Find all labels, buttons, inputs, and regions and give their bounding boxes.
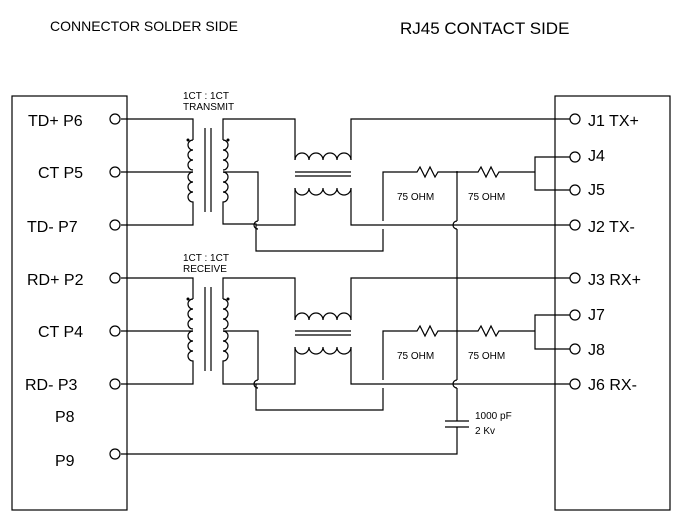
pin-label-j4: J4: [588, 148, 605, 165]
transmit-circuit: [121, 118, 570, 380]
pin-terminal: [569, 219, 581, 231]
transmit-name-label: TRANSMIT: [183, 102, 234, 113]
pin-terminal: [569, 378, 581, 390]
pin-label-j5: J5: [588, 182, 605, 199]
pin-label-j3: J3 RX+: [588, 272, 641, 289]
pin-terminal: [569, 343, 581, 355]
resistor-label-tx-1: 75 OHM: [397, 192, 434, 203]
pin-label-td-plus: TD+ P6: [28, 113, 83, 130]
pin-label-j6: J6 RX-: [588, 377, 637, 394]
right-pin-terminals: [569, 113, 581, 390]
pin-label-j8: J8: [588, 342, 605, 359]
pin-label-td-minus: TD- P7: [27, 219, 78, 236]
pin-label-ct-p4: CT P4: [38, 324, 83, 341]
pin-terminal: [569, 151, 581, 163]
resistor-label-rx-2: 75 OHM: [468, 351, 505, 362]
pin-terminal: [569, 309, 581, 321]
receive-name-label: RECEIVE: [183, 264, 227, 275]
left-header: CONNECTOR SOLDER SIDE: [50, 18, 238, 34]
pin-terminal: [109, 448, 121, 460]
capacitor-value-label: 1000 pF: [475, 411, 512, 422]
pin-label-j2: J2 TX-: [588, 219, 635, 236]
connector-solder-box: [11, 95, 128, 511]
pin-terminal: [569, 184, 581, 196]
pin-terminal: [109, 219, 121, 231]
pin-label-rd-minus: RD- P3: [25, 377, 78, 394]
left-pin-terminals: [109, 113, 121, 460]
pin-terminal: [109, 113, 121, 125]
pin-label-rd-plus: RD+ P2: [27, 272, 84, 289]
transmit-ratio-label: 1CT : 1CT: [183, 91, 229, 102]
pin-label-j1: J1 TX+: [588, 113, 639, 130]
pin-terminal: [569, 113, 581, 125]
receive-circuit: [121, 277, 570, 455]
pin-label-ct-p5: CT P5: [38, 165, 83, 182]
pin-label-p9: P9: [55, 453, 75, 470]
resistor-label-tx-2: 75 OHM: [468, 192, 505, 203]
pin-terminal: [109, 272, 121, 284]
receive-ratio-label: 1CT : 1CT: [183, 253, 229, 264]
pin-label-p8: P8: [55, 409, 75, 426]
pin-terminal: [569, 272, 581, 284]
pin-terminal: [109, 378, 121, 390]
resistor-label-rx-1: 75 OHM: [397, 351, 434, 362]
right-header: RJ45 CONTACT SIDE: [400, 19, 569, 38]
rj45-contact-box: [554, 95, 671, 511]
capacitor-voltage-label: 2 Kv: [475, 426, 495, 437]
pin-label-j7: J7: [588, 307, 605, 324]
pin-terminal: [109, 325, 121, 337]
pin-terminal: [109, 166, 121, 178]
